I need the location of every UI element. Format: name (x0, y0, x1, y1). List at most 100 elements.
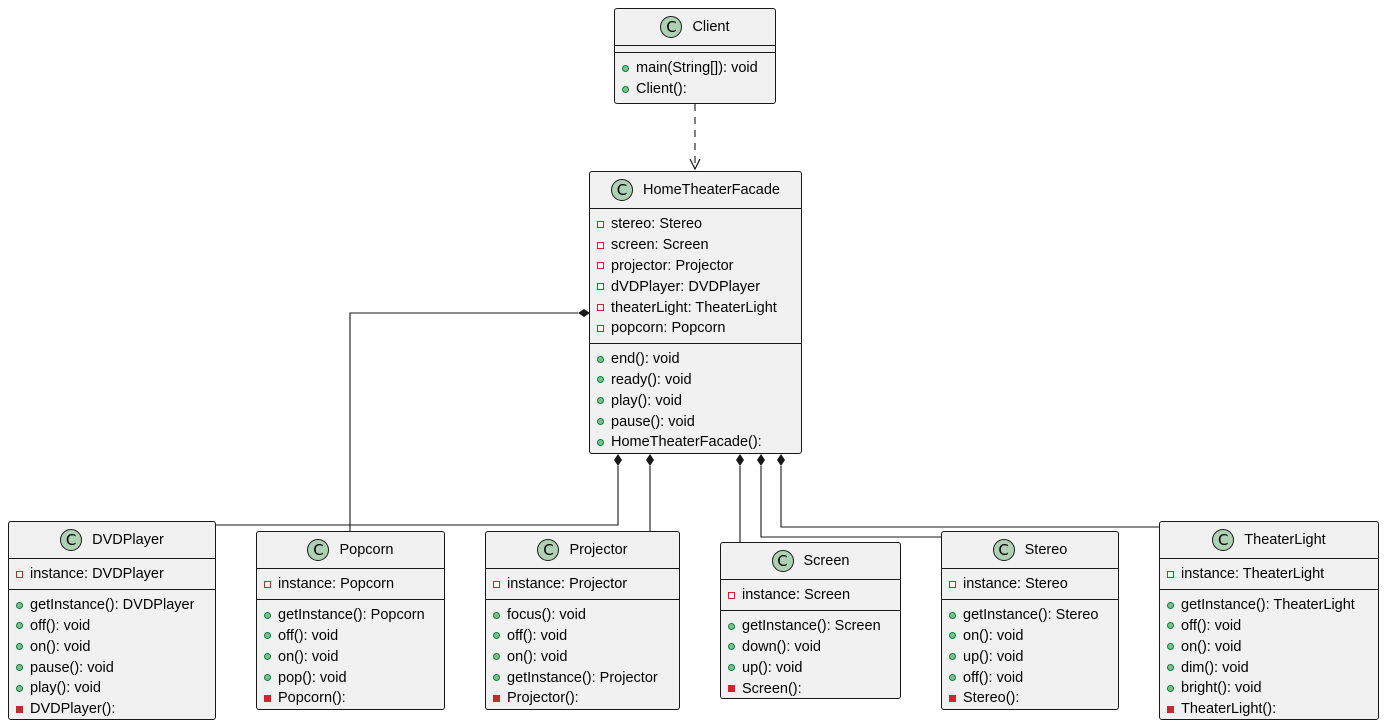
method-text: on(): void (30, 638, 91, 655)
field-text: popcorn: Popcorn (611, 320, 726, 337)
composition-facade-stereo (760, 466, 941, 538)
public-visibility-icon (622, 64, 629, 72)
method-text: off(): void (278, 627, 339, 644)
method-text: Screen(): (742, 680, 802, 697)
class-popcorn[interactable]: C Popcorn instance: Popcorn getInstance(… (256, 531, 445, 710)
field-row: screen: Screen (590, 235, 801, 256)
public-visibility-icon (264, 674, 271, 682)
private-visibility-icon (1167, 570, 1174, 578)
method-row: off(): void (486, 626, 679, 647)
public-visibility-icon (597, 418, 604, 426)
method-row: Screen(): (721, 678, 900, 699)
method-row: bright(): void (1160, 678, 1378, 699)
composition-facade-popcorn (349, 312, 578, 531)
field-row: instance: Stereo (942, 574, 1118, 595)
fields-section: instance: TheaterLight (1160, 559, 1378, 590)
diamond-projector (646, 454, 654, 466)
class-stereotype-icon: C (307, 539, 330, 561)
public-visibility-icon (1167, 664, 1174, 672)
method-text: HomeTheaterFacade(): (611, 434, 762, 451)
method-text: Client(): (636, 81, 687, 98)
public-visibility-icon (264, 611, 271, 619)
class-stereotype-icon: C (1212, 529, 1235, 551)
method-text: up(): void (963, 648, 1024, 665)
class-stereotype-icon: C (610, 179, 633, 201)
method-row: pause(): void (590, 411, 801, 432)
field-row: instance: Projector (486, 574, 679, 595)
class-stereo[interactable]: C Stereo instance: Stereo getInstance():… (941, 531, 1119, 710)
method-row: up(): void (721, 657, 900, 678)
method-row: Popcorn(): (257, 688, 444, 709)
method-row: DVDPlayer(): (9, 699, 215, 720)
public-visibility-icon (949, 611, 956, 619)
field-text: screen: Screen (611, 237, 709, 254)
field-text: instance: Stereo (963, 576, 1068, 593)
class-name: TheaterLight (1244, 532, 1326, 548)
public-visibility-icon (264, 632, 271, 640)
public-visibility-icon (1167, 601, 1174, 609)
class-theaterlight[interactable]: C TheaterLight instance: TheaterLight ge… (1159, 521, 1379, 720)
fields-section: instance: Screen (721, 580, 900, 611)
diamond-dvdplayer (614, 454, 622, 466)
method-text: getInstance(): Projector (507, 669, 658, 686)
private-visibility-icon (1167, 705, 1174, 713)
public-visibility-icon (728, 643, 735, 651)
public-visibility-icon (16, 622, 23, 630)
method-row: off(): void (257, 626, 444, 647)
class-header: C Stereo (942, 532, 1118, 569)
class-stereotype-icon: C (660, 16, 683, 38)
fields-section: instance: DVDPlayer (9, 559, 215, 590)
public-visibility-icon (16, 601, 23, 609)
field-text: instance: TheaterLight (1181, 566, 1325, 583)
field-row: projector: Projector (590, 256, 801, 277)
composition-facade-theaterlight (780, 466, 1159, 528)
public-visibility-icon (949, 653, 956, 661)
public-visibility-icon (949, 632, 956, 640)
method-text: off(): void (30, 617, 91, 634)
method-text: getInstance(): Stereo (963, 607, 1099, 624)
public-visibility-icon (493, 632, 500, 640)
method-row: ready(): void (590, 370, 801, 391)
public-visibility-icon (728, 664, 735, 672)
diamond-stereo (757, 454, 765, 466)
field-text: instance: DVDPlayer (30, 566, 164, 583)
method-text: play(): void (611, 392, 682, 409)
class-header: C HomeTheaterFacade (590, 172, 801, 209)
class-header: C TheaterLight (1160, 522, 1378, 559)
private-visibility-icon (728, 685, 735, 693)
private-visibility-icon (264, 580, 271, 588)
method-row: dim(): void (1160, 657, 1378, 678)
field-row: instance: Screen (721, 585, 900, 606)
public-visibility-icon (16, 684, 23, 692)
field-text: instance: Projector (507, 576, 628, 593)
field-text: projector: Projector (611, 257, 734, 274)
class-header: C Projector (486, 532, 679, 569)
method-row: focus(): void (486, 605, 679, 626)
private-visibility-icon (493, 580, 500, 588)
field-row: instance: TheaterLight (1160, 564, 1378, 585)
field-row: dVDPlayer: DVDPlayer (590, 276, 801, 297)
method-text: off(): void (1181, 617, 1242, 634)
public-visibility-icon (597, 397, 604, 405)
private-visibility-icon (16, 570, 23, 578)
diamond-screen (736, 454, 744, 466)
method-row: HomeTheaterFacade(): (590, 432, 801, 453)
method-row: TheaterLight(): (1160, 699, 1378, 720)
method-text: down(): void (742, 638, 821, 655)
public-visibility-icon (597, 438, 604, 446)
private-visibility-icon (597, 220, 604, 228)
class-projector[interactable]: C Projector instance: Projector focus():… (485, 531, 680, 710)
class-header: C Popcorn (257, 532, 444, 569)
field-text: dVDPlayer: DVDPlayer (611, 278, 761, 295)
public-visibility-icon (1167, 684, 1174, 692)
public-visibility-icon (597, 355, 604, 363)
class-dvdplayer[interactable]: C DVDPlayer instance: DVDPlayer getInsta… (8, 521, 216, 720)
class-screen[interactable]: C Screen instance: Screen getInstance():… (720, 542, 901, 699)
method-row: on(): void (1160, 636, 1378, 657)
